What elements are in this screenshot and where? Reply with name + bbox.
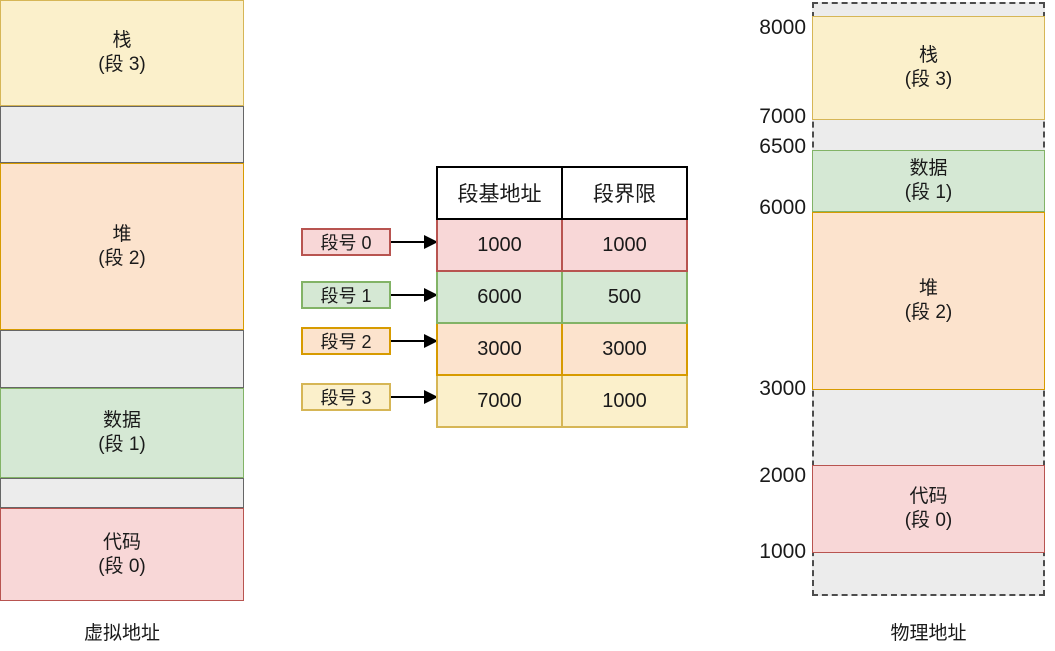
block-label-segment: (段 1)	[904, 182, 953, 203]
block-label-segment: (段 2)	[98, 247, 146, 269]
axis-label-3000: 3000	[759, 377, 806, 400]
axis-label-1000: 1000	[759, 540, 806, 563]
block-label-segment: (段 3)	[904, 69, 953, 90]
virtual-address-column: 栈(段 3) 堆(段 2) 数据(段 1) 代码(段 0)	[0, 0, 244, 601]
cell-limit: 1000	[561, 374, 688, 428]
axis-label-2000: 2000	[759, 464, 806, 487]
memory-block-gap-1	[0, 106, 244, 163]
cell-limit: 500	[561, 270, 688, 324]
segment-number-chip-2[interactable]: 段号 2	[301, 327, 391, 355]
block-label-primary: 数据	[102, 410, 141, 432]
block-label-primary: 栈	[918, 45, 938, 67]
cell-limit: 3000	[561, 322, 688, 376]
cell-base: 6000	[436, 270, 563, 324]
physical-address-column: 栈(段 3)数据(段 1)堆(段 2)代码(段 0)	[812, 2, 1045, 596]
arrow-to-table-row-2	[391, 334, 439, 348]
block-label-segment: (段 2)	[904, 302, 953, 323]
axis-label-7000: 7000	[759, 105, 806, 128]
memory-block-gap-2	[0, 330, 244, 388]
arrow-to-table-row-0	[391, 235, 439, 249]
block-label-primary: 栈	[112, 30, 132, 52]
column-header-limit: 段界限	[561, 166, 688, 220]
memory-block-heap: 堆(段 2)	[0, 163, 244, 330]
arrow-to-table-row-1	[391, 288, 439, 302]
memory-block-data: 数据(段 1)	[0, 388, 244, 478]
block-label-primary: 代码	[909, 486, 948, 508]
axis-label-8000: 8000	[759, 16, 806, 39]
block-label-primary: 堆	[112, 223, 132, 245]
block-label-segment: (段 0)	[98, 555, 146, 577]
arrow-to-table-row-3	[391, 390, 439, 404]
memory-block-heap: 堆(段 2)	[812, 212, 1045, 390]
block-label-primary: 代码	[102, 531, 141, 553]
memory-block-code: 代码(段 0)	[0, 508, 244, 601]
physical-address-axis: 8000 7000 6500 6000 3000 2000 1000	[718, 0, 806, 651]
cell-base: 7000	[436, 374, 563, 428]
segment-number-chip-3[interactable]: 段号 3	[301, 383, 391, 411]
block-label-primary: 堆	[918, 278, 938, 300]
axis-label-6000: 6000	[759, 196, 806, 219]
memory-block-data: 数据(段 1)	[812, 150, 1045, 212]
cell-base: 1000	[436, 218, 563, 272]
table-header-row: 段基地址 段界限	[436, 166, 688, 220]
memory-block-code: 代码(段 0)	[812, 465, 1045, 553]
block-label-segment: (段 3)	[98, 54, 146, 75]
segment-number-chip-0[interactable]: 段号 0	[301, 228, 391, 256]
block-label-segment: (段 1)	[98, 434, 146, 455]
memory-block-gap-3	[0, 478, 244, 508]
column-header-base: 段基地址	[436, 166, 563, 220]
memory-block-stack: 栈(段 3)	[0, 0, 244, 106]
cell-base: 3000	[436, 322, 563, 376]
memory-block-stack: 栈(段 3)	[812, 16, 1045, 120]
physical-address-caption: 物理地址	[890, 623, 967, 644]
segment-number-chip-1[interactable]: 段号 1	[301, 281, 391, 309]
block-label-primary: 数据	[909, 158, 948, 180]
virtual-address-caption: 虚拟地址	[83, 623, 160, 644]
block-label-segment: (段 0)	[904, 510, 953, 531]
cell-limit: 1000	[561, 218, 688, 272]
axis-label-6500: 6500	[759, 135, 806, 158]
